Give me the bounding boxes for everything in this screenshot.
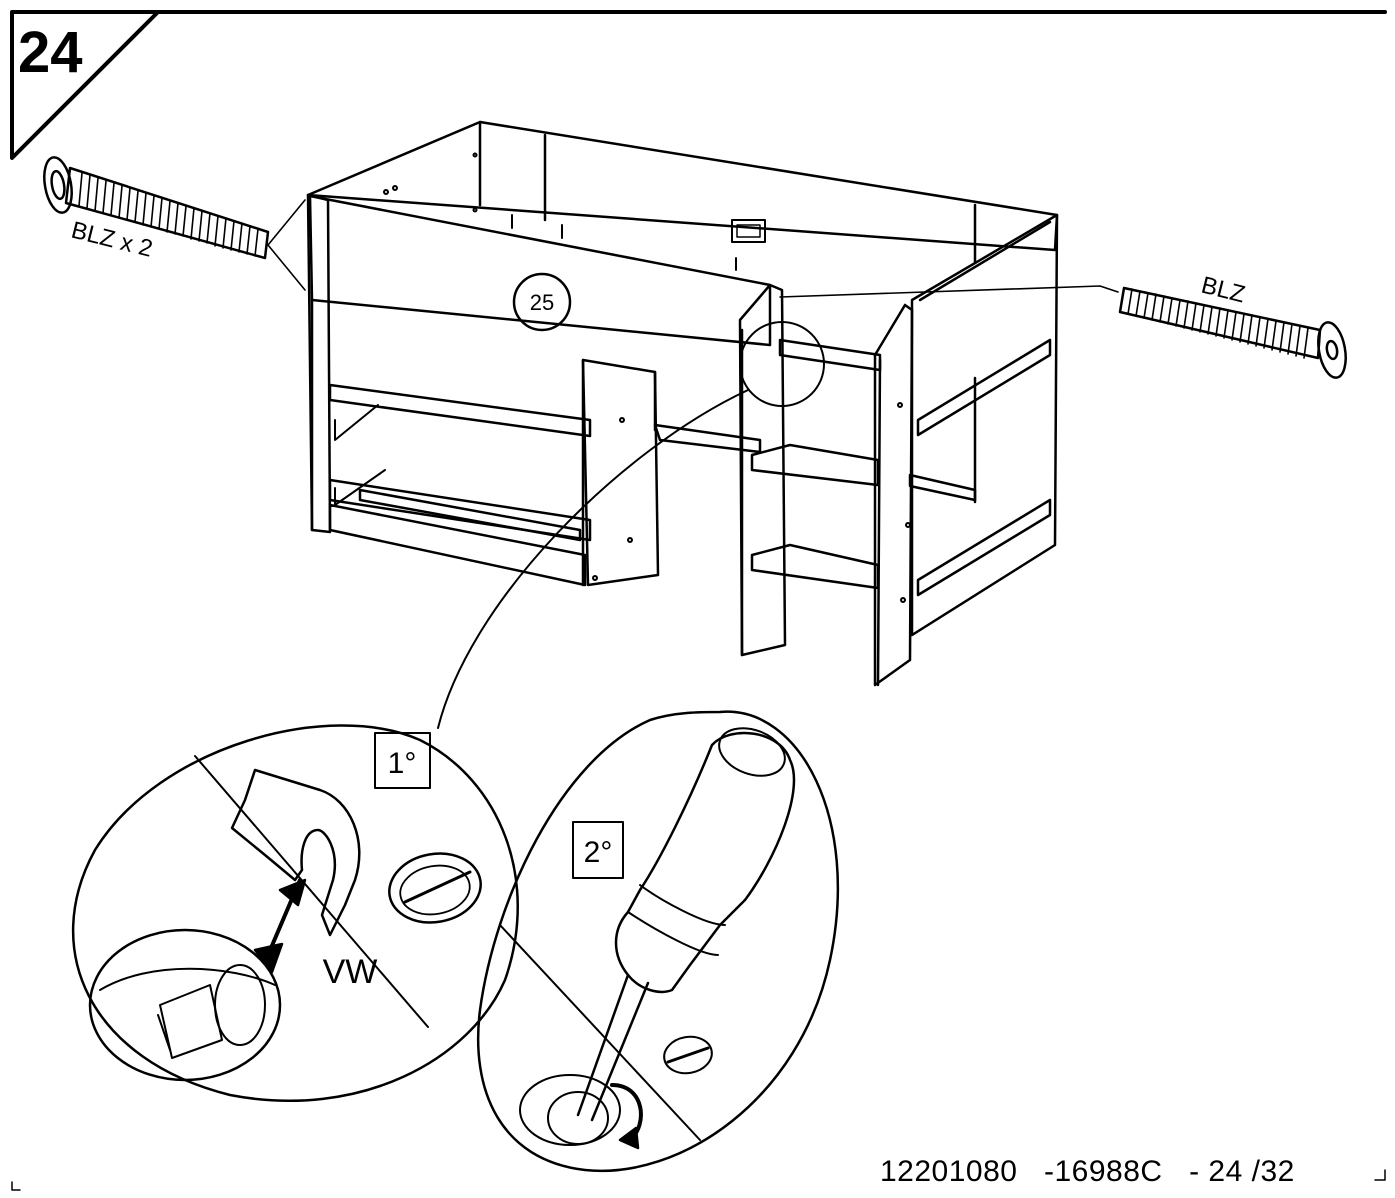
detail-2-step-label: 2° bbox=[584, 836, 613, 869]
bed-frame-assembly bbox=[306, 120, 1059, 729]
doc-number: 12201080 bbox=[880, 1155, 1018, 1188]
doc-revision: -16988C bbox=[1044, 1155, 1163, 1188]
document-footer: 12201080 -16988C - 24 /32 bbox=[880, 1155, 1295, 1189]
detail-1-view bbox=[71, 724, 519, 1102]
detail-1-part-label: VW bbox=[323, 953, 378, 991]
part-number-callout bbox=[512, 272, 572, 332]
part-number-label: 25 bbox=[530, 290, 554, 315]
cam-bolt-left-icon bbox=[43, 156, 306, 291]
crop-marks bbox=[11, 1169, 1386, 1191]
page-indicator: - 24 /32 bbox=[1189, 1155, 1295, 1188]
hardware-label-right: BLZ bbox=[1199, 272, 1248, 309]
step-number: 24 bbox=[18, 20, 83, 85]
cam-bolt-right-icon bbox=[779, 285, 1347, 379]
step-badge bbox=[10, 10, 1387, 160]
detail-2-view bbox=[476, 710, 840, 1173]
detail-1-step-label: 1° bbox=[388, 747, 417, 780]
